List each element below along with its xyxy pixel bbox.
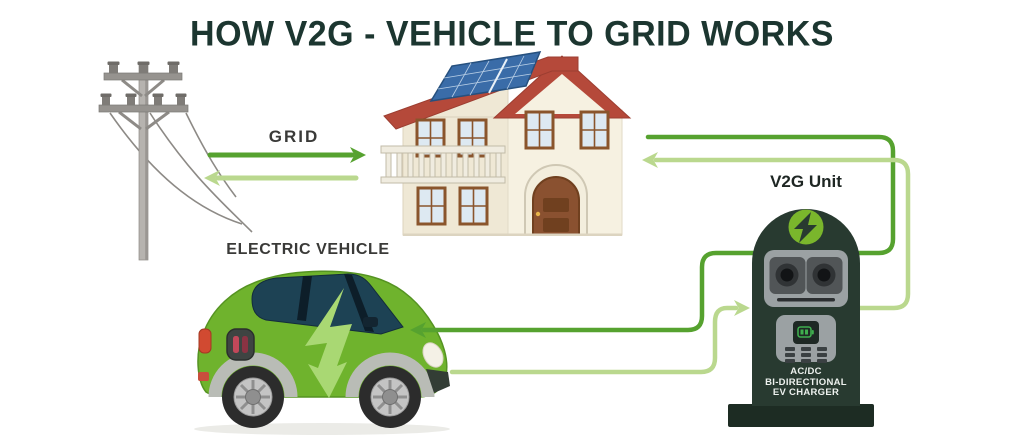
b-pillar [297, 276, 312, 321]
crossarm-bottom [98, 93, 189, 131]
car-to-v2g-line [449, 300, 750, 375]
gable-wall [515, 74, 609, 114]
grid-house-arrows [204, 147, 366, 186]
rear-reflector [198, 372, 209, 381]
door-knob [535, 211, 541, 217]
charging-port [226, 328, 255, 361]
balcony-railing [380, 145, 506, 184]
house [380, 51, 632, 236]
keypad-buttons [785, 347, 827, 363]
charger-label-line3: EV CHARGER [772, 387, 840, 398]
tail-light [198, 328, 212, 354]
headlight [422, 342, 444, 368]
v2g-unit-label: V2G Unit [770, 172, 842, 191]
charger-type-label: AC/DC BI-DIRECTIONAL EV CHARGER [744, 366, 868, 399]
page-title: HOW V2G - VEHICLE TO GRID WORKS [190, 14, 834, 54]
charger-base [728, 404, 874, 427]
car-shadow [194, 423, 450, 435]
charger-label-line1: AC/DC [790, 366, 822, 377]
pole-shade [145, 62, 148, 260]
front-wheel [359, 366, 421, 428]
lightning-bolt-decal [305, 288, 352, 398]
v2g-unit [728, 209, 874, 427]
solar-panel [429, 51, 542, 102]
panel-divider [488, 58, 508, 94]
utility-pole [98, 61, 253, 261]
electric-vehicle-label: ELECTRIC VEHICLE [226, 241, 390, 258]
battery-charging-icon [797, 326, 814, 338]
side-mirror [363, 317, 378, 327]
keypad-panel [776, 315, 836, 363]
charger-label-line2: BI-DIRECTIONAL [765, 376, 847, 388]
front-wheel-arch [345, 352, 435, 398]
front-door [524, 164, 588, 236]
panel-slot [777, 298, 835, 302]
front-bumper [426, 369, 450, 393]
v2g-to-house-line [642, 152, 911, 311]
rear-wheel [222, 366, 284, 428]
rear-wheel-arch [208, 352, 298, 398]
lightning-icon [794, 212, 817, 243]
socket-panel [764, 250, 848, 307]
grid-label: GRID [268, 127, 320, 146]
house-base-line [403, 233, 622, 236]
electric-vehicle [194, 270, 450, 435]
crossarm-top [103, 61, 183, 98]
